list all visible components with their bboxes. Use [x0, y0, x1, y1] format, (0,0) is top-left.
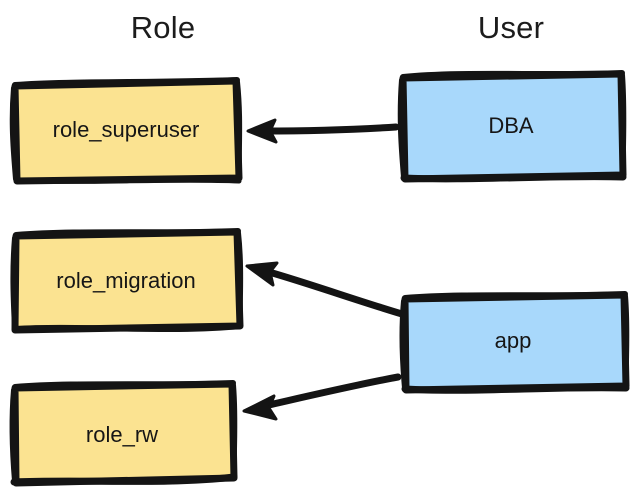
node-app[interactable]: app	[397, 288, 630, 394]
column-header-user: User	[477, 10, 545, 45]
node-role-superuser[interactable]: role_superuser	[8, 74, 244, 186]
edge-dba-to-role-superuser[interactable]	[246, 118, 400, 144]
node-shape	[9, 77, 243, 185]
node-role-rw[interactable]: role_rw	[4, 379, 240, 490]
node-shape	[397, 70, 627, 183]
edge-app-to-role-rw[interactable]	[242, 373, 402, 421]
node-shape	[9, 380, 238, 487]
column-header-role: Role	[130, 10, 196, 45]
edge-app-to-role-migration[interactable]	[245, 261, 406, 318]
node-shape	[399, 291, 630, 394]
node-dba[interactable]: DBA	[395, 69, 627, 183]
node-shape	[10, 228, 244, 334]
node-role-migration[interactable]: role_migration	[8, 226, 244, 336]
